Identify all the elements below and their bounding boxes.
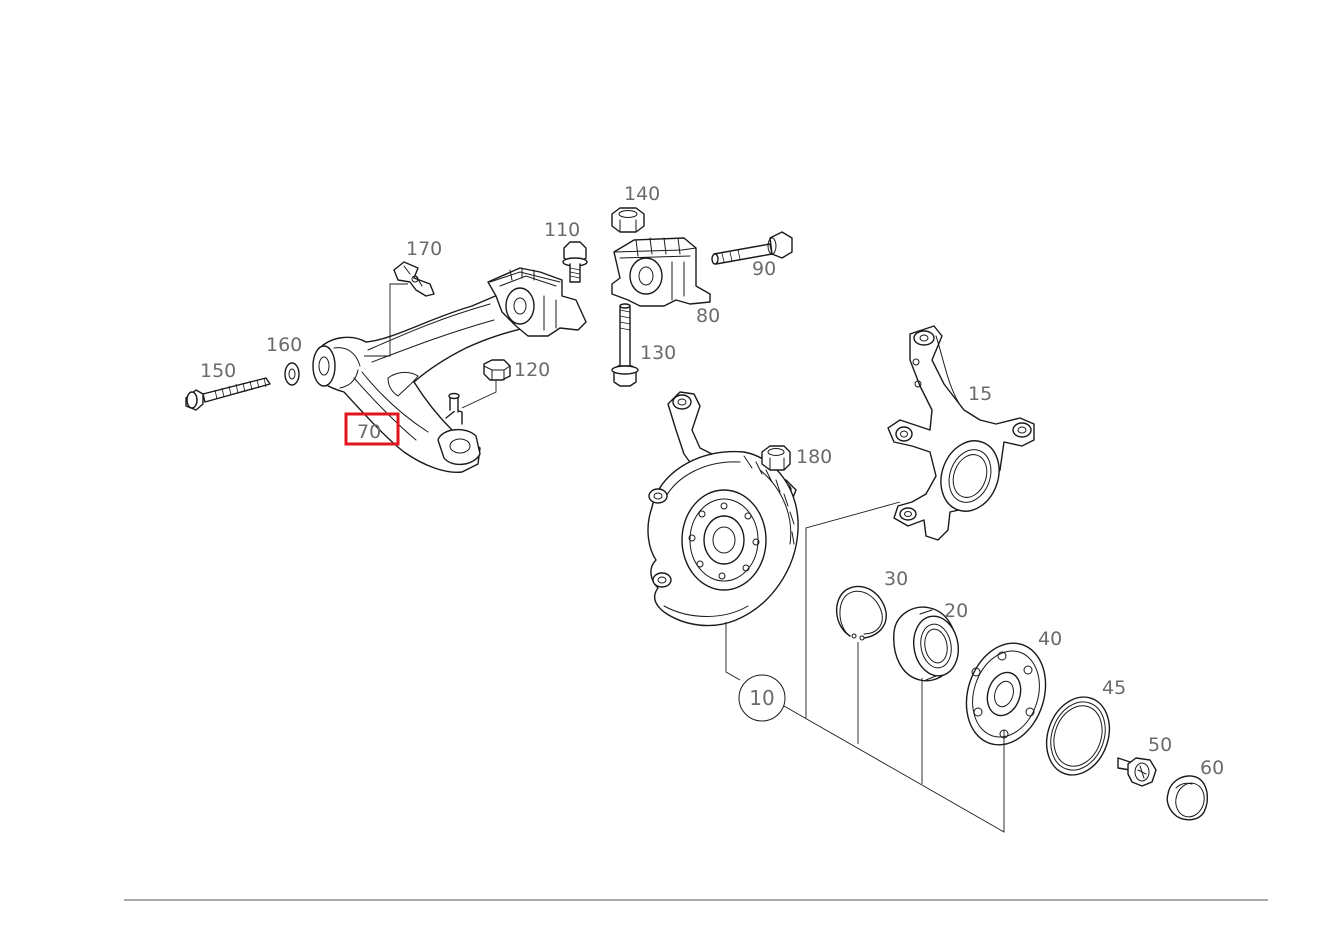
part-50-hub-bolt[interactable] — [1117, 757, 1157, 787]
part-130-bolt[interactable] — [611, 303, 639, 387]
part-15-steering-knuckle[interactable] — [887, 325, 1035, 541]
callout-80[interactable]: 80 — [696, 305, 720, 327]
part-45-seal-ring[interactable] — [1036, 688, 1120, 784]
callout-45[interactable]: 45 — [1102, 677, 1126, 699]
part-110-bolt[interactable] — [562, 241, 588, 283]
part-20-wheel-bearing[interactable] — [893, 606, 963, 682]
callout-150[interactable]: 150 — [200, 360, 236, 382]
callout-170[interactable]: 170 — [406, 238, 442, 260]
part-180-nut[interactable] — [761, 445, 791, 471]
callout-70[interactable]: 70 — [357, 421, 381, 443]
callout-110[interactable]: 110 — [544, 219, 580, 241]
callout-160[interactable]: 160 — [266, 334, 302, 356]
callout-50[interactable]: 50 — [1148, 734, 1172, 756]
part-150-bolt[interactable] — [185, 377, 271, 411]
part-80-bushing-bracket[interactable] — [611, 237, 711, 307]
leader-lines — [364, 283, 1005, 833]
callout-10-circle[interactable]: 10 — [738, 674, 786, 722]
part-60-hub-cap[interactable] — [1166, 775, 1209, 821]
part-90-bolt[interactable] — [711, 231, 793, 265]
part-140-nut[interactable] — [611, 207, 645, 233]
callout-10[interactable]: 10 — [749, 686, 774, 710]
callout-15[interactable]: 15 — [968, 383, 992, 405]
callout-40[interactable]: 40 — [1038, 628, 1062, 650]
callout-120[interactable]: 120 — [514, 359, 550, 381]
part-10-knuckle-with-shield[interactable] — [647, 391, 799, 627]
part-70-control-arm[interactable] — [312, 293, 537, 473]
part-30-circlip[interactable] — [836, 585, 887, 641]
selected-part-highlight — [344, 412, 400, 446]
part-120-nut[interactable] — [483, 359, 511, 381]
callout-labels: 140 110 170 90 80 160 130 120 150 15 70 … — [200, 183, 1224, 779]
callout-60[interactable]: 60 — [1200, 757, 1224, 779]
callout-30[interactable]: 30 — [884, 568, 908, 590]
part-70-rear-bushing — [487, 267, 587, 337]
callout-90[interactable]: 90 — [752, 258, 776, 280]
callout-130[interactable]: 130 — [640, 342, 676, 364]
callout-20[interactable]: 20 — [944, 600, 968, 622]
part-160-washer[interactable] — [284, 362, 300, 386]
part-40-wheel-hub[interactable] — [954, 633, 1058, 755]
callout-140[interactable]: 140 — [624, 183, 660, 205]
part-170-clip[interactable] — [393, 261, 435, 297]
callout-180[interactable]: 180 — [796, 446, 832, 468]
